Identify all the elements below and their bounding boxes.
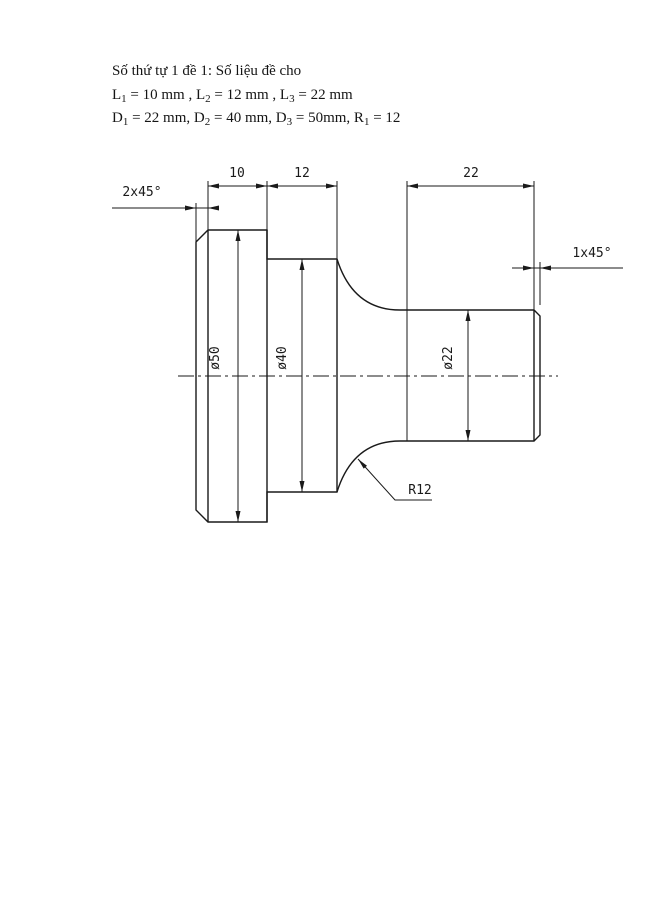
given-lengths-line: L1 = 10 mm , L2 = 12 mm , L3 = 22 mm xyxy=(112,86,353,105)
given-diameters-line: D1 = 22 mm, D2 = 40 mm, D3 = 50mm, R1 = … xyxy=(112,110,401,128)
arrowhead-left xyxy=(267,183,278,189)
dim-diameter-40: ø40 xyxy=(275,259,305,492)
leader-arrowhead xyxy=(358,459,367,469)
dia-text-22: ø22 xyxy=(441,346,456,369)
arrowhead-bottom xyxy=(235,511,241,522)
arrowhead-top xyxy=(235,230,241,241)
arrowhead-left xyxy=(208,183,219,189)
dim-text-12: 12 xyxy=(294,166,310,181)
dia-text-40: ø40 xyxy=(275,346,290,369)
arrowhead-top xyxy=(299,259,305,270)
dim-diameter-50: ø50 xyxy=(208,230,241,522)
arrowhead-bottom xyxy=(299,481,305,492)
chamfer-left-text: 2x45° xyxy=(122,185,161,200)
dim-diameter-22: ø22 xyxy=(441,310,471,441)
leader-line xyxy=(357,458,432,501)
fillet-text: R12 xyxy=(408,483,431,498)
leader-fillet-r12: R12 xyxy=(357,458,432,501)
arrowhead-right xyxy=(256,183,267,189)
dia-text-50: ø50 xyxy=(208,346,223,369)
title-block: Số thứ tự 1 đề 1: Số liệu đề cho L1 = 10… xyxy=(112,60,400,131)
arrowhead-right xyxy=(523,183,534,189)
dim-text-10: 10 xyxy=(229,166,245,181)
arrowhead-left xyxy=(523,265,534,271)
arrowhead-left xyxy=(185,205,196,211)
arrowhead-top xyxy=(465,310,471,321)
extension-lines xyxy=(195,181,541,441)
arrowhead-right xyxy=(326,183,337,189)
shaft-silhouette xyxy=(195,229,541,523)
title-line-1: Số thứ tự 1 đề 1: Số liệu đề cho xyxy=(112,63,302,79)
arrowhead-bottom xyxy=(465,430,471,441)
dim-chamfer-right: 1x45° xyxy=(512,246,623,271)
dim-length-22: 22 xyxy=(407,166,534,189)
arrowhead-left xyxy=(407,183,418,189)
dim-length-12: 12 xyxy=(267,166,337,189)
dim-text-22: 22 xyxy=(463,166,479,181)
dim-chamfer-left: 2x45° xyxy=(112,185,219,211)
arrowhead-right xyxy=(208,205,219,211)
chamfer-right-text: 1x45° xyxy=(572,246,611,261)
dim-length-10: 10 xyxy=(208,166,267,189)
arrowhead-right xyxy=(540,265,551,271)
